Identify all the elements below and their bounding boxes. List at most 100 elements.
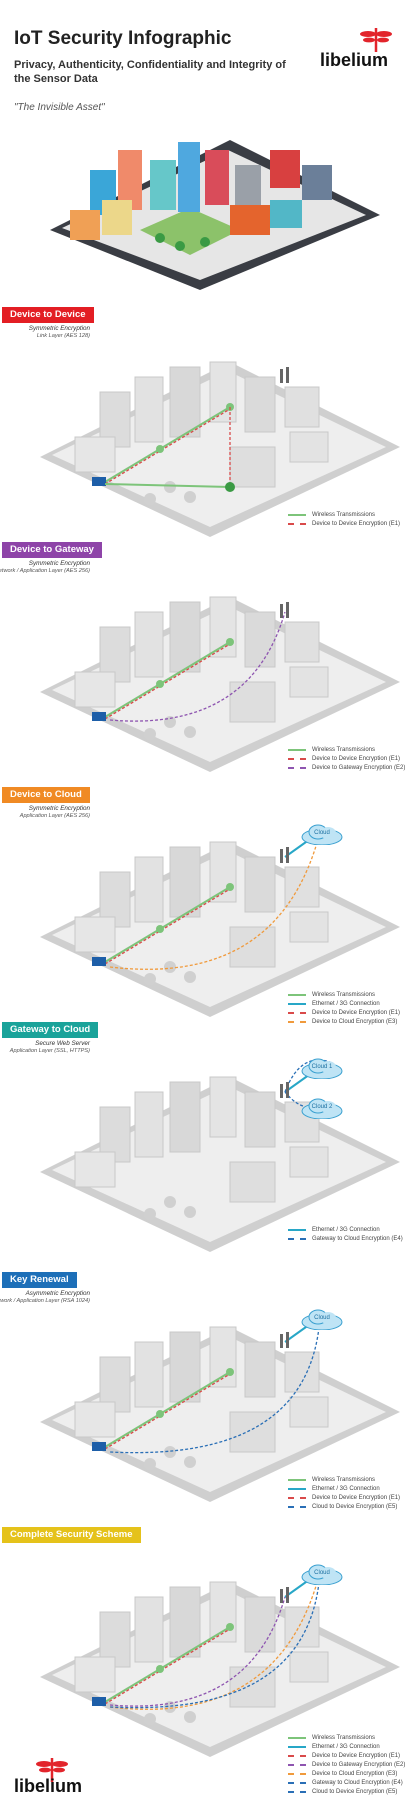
cloud-label: Cloud 2 — [311, 1104, 333, 1110]
legend-swatch — [288, 1020, 306, 1023]
encryption-type: Symmetric Encryption — [28, 325, 90, 332]
legend-swatch — [288, 1228, 306, 1231]
encryption-layer: Network / Application Layer (AES 256) — [0, 568, 90, 574]
legend-label: Ethernet / 3G Connection — [312, 1743, 380, 1750]
legend-swatch — [288, 1478, 306, 1481]
legend-item: Device to Gateway Encryption (E2) — [288, 763, 405, 772]
city-diagram — [40, 1571, 400, 1757]
legend-swatch — [288, 766, 306, 769]
tagline-quote: "The Invisible Asset" — [14, 102, 105, 113]
legend-label: Device to Device Encryption (E1) — [312, 1752, 401, 1759]
legend-label: Device to Device Encryption (E1) — [312, 755, 401, 762]
cloud-1: Cloud — [300, 823, 344, 845]
legend-item: Wireless Transmissions — [288, 510, 400, 519]
city-diagram — [40, 831, 400, 1017]
legend-label: Wireless Transmissions — [312, 511, 376, 518]
legend-label: Ethernet / 3G Connection — [312, 1485, 380, 1492]
legend-swatch — [288, 1011, 306, 1014]
city-diagram — [40, 361, 400, 537]
legend-swatch — [288, 1772, 306, 1775]
legend-swatch — [288, 1745, 306, 1748]
dragonfly-icon — [36, 1758, 68, 1782]
section-tag: Gateway to Cloud — [2, 1022, 99, 1038]
city-diagram — [40, 1059, 400, 1252]
legend-item: Device to Gateway Encryption (E2) — [288, 1760, 405, 1769]
legend-swatch — [288, 1002, 306, 1005]
legend-swatch — [288, 1754, 306, 1757]
cloud-label: Cloud — [314, 830, 330, 836]
legend-item: Wireless Transmissions — [288, 1475, 400, 1484]
legend-label: Wireless Transmissions — [312, 1476, 376, 1483]
legend-label: Wireless Transmissions — [312, 1734, 376, 1741]
legend-label: Cloud to Device Encryption (E5) — [312, 1503, 398, 1510]
cloud-label: Cloud 1 — [311, 1064, 333, 1070]
legend-swatch — [288, 1736, 306, 1739]
legend-item: Device to Device Encryption (E1) — [288, 754, 405, 763]
footer-brand-name: libelium — [14, 1776, 83, 1796]
cloud-icon — [301, 1058, 343, 1079]
legend-item: Ethernet / 3G Connection — [288, 1225, 403, 1234]
legend-label: Ethernet / 3G Connection — [312, 1000, 380, 1007]
legend-swatch — [288, 748, 306, 751]
section-tag: Key Renewal — [2, 1272, 77, 1288]
cloud-icon — [301, 1098, 343, 1119]
encryption-type: Symmetric Encryption — [28, 560, 90, 567]
section-tag: Device to Device — [2, 307, 94, 323]
legend-label: Cloud to Device Encryption (E5) — [312, 1788, 398, 1795]
legend-label: Device to Device Encryption (E1) — [312, 1009, 401, 1016]
encryption-layer: Network / Application Layer (RSA 1024) — [0, 1298, 90, 1304]
legend-label: Device to Cloud Encryption (E3) — [312, 1770, 398, 1777]
legend-item: Device to Device Encryption (E1) — [288, 1493, 400, 1502]
legend-label: Device to Gateway Encryption (E2) — [312, 1761, 406, 1768]
brand-name: libelium — [320, 50, 389, 70]
legend-swatch — [288, 1237, 306, 1240]
legend-item: Device to Cloud Encryption (E3) — [288, 1017, 400, 1026]
legend-item: Ethernet / 3G Connection — [288, 1484, 400, 1493]
legend-label: Device to Gateway Encryption (E2) — [312, 764, 406, 771]
cloud-1: Cloud — [300, 1308, 344, 1330]
encryption-type: Secure Web Server — [35, 1040, 90, 1047]
legend-swatch — [288, 1790, 306, 1793]
legend-item: Wireless Transmissions — [288, 1733, 405, 1742]
legend-label: Gateway to Cloud Encryption (E4) — [312, 1779, 403, 1786]
legend-item: Ethernet / 3G Connection — [288, 1742, 405, 1751]
encryption-layer: Application Layer (SSL, HTTPS) — [9, 1048, 90, 1054]
legend-label: Device to Device Encryption (E1) — [312, 520, 401, 527]
cloud-2: Cloud 2 — [300, 1097, 344, 1119]
legend-swatch — [288, 1505, 306, 1508]
section-tag: Device to Cloud — [2, 787, 90, 803]
legend-item: Device to Device Encryption (E1) — [288, 1751, 405, 1760]
legend-label: Device to Cloud Encryption (E3) — [312, 1018, 398, 1025]
legend-swatch — [288, 757, 306, 760]
cloud-1: Cloud — [300, 1563, 344, 1585]
cloud-label: Cloud — [314, 1570, 330, 1576]
page-subtitle: Privacy, Authenticity, Confidentiality a… — [14, 59, 286, 85]
hero-city-illustration — [50, 140, 380, 290]
legend-label: Device to Device Encryption (E1) — [312, 1494, 401, 1501]
legend-label: Wireless Transmissions — [312, 991, 376, 998]
page-title: IoT Security Infographic — [14, 28, 232, 49]
legend-swatch — [288, 513, 306, 516]
section-tag: Device to Gateway — [2, 542, 102, 558]
legend-swatch — [288, 1496, 306, 1499]
legend-swatch — [288, 1781, 306, 1784]
legend-item: Gateway to Cloud Encryption (E4) — [288, 1778, 405, 1787]
cloud-icon — [301, 1564, 343, 1585]
legend-label: Ethernet / 3G Connection — [312, 1226, 380, 1233]
legend-item: Device to Cloud Encryption (E3) — [288, 1769, 405, 1778]
cloud-1: Cloud 1 — [300, 1057, 344, 1079]
cloud-icon — [301, 1309, 343, 1330]
dragonfly-icon — [360, 28, 392, 52]
encryption-type: Asymmetric Encryption — [25, 1290, 90, 1297]
legend-swatch — [288, 1763, 306, 1766]
city-diagram — [40, 596, 400, 772]
legend-item: Ethernet / 3G Connection — [288, 999, 400, 1008]
